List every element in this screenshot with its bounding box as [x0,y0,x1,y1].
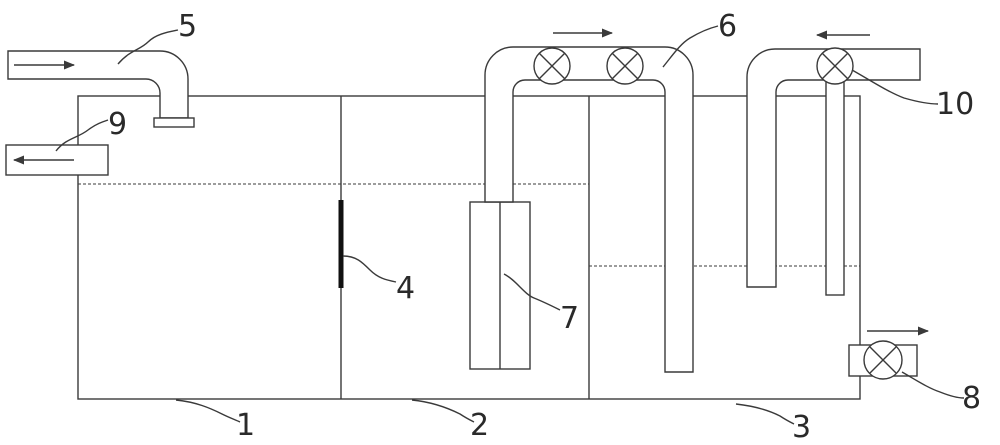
leader-line-5 [117,29,179,65]
valve-icon [816,47,854,85]
label-return-pipe: 10 [936,87,974,122]
label-membrane-module: 7 [560,301,579,336]
leader-line-2 [411,399,475,423]
valve-icon [606,47,644,85]
label-baffle: 4 [396,271,415,306]
label-outlet-pipe: 9 [108,107,127,142]
leader-line-8 [901,371,965,399]
leader-line-1 [175,399,241,423]
label-inlet-pipe: 5 [178,9,197,44]
leader-line-6 [662,25,719,68]
inlet-nozzle [153,117,195,128]
valve-icon [533,47,571,85]
label-transfer-pipe: 6 [718,9,737,44]
leader-line-4 [342,255,397,283]
leader-line-7 [503,273,561,311]
return-pipe [746,48,921,288]
return-pipe-drop [825,79,845,296]
leader-line-10 [851,69,939,105]
transfer-pipe [484,46,694,373]
pump-valve-icon [863,340,903,380]
tank-outline [77,95,861,400]
label-chamber-2: 2 [470,408,489,443]
label-chamber-3: 3 [792,410,811,445]
label-drain-pump: 8 [962,381,981,416]
leader-line-9 [55,119,109,152]
label-chamber-1: 1 [236,408,255,443]
inlet-pipe [7,50,189,119]
leader-line-3 [735,403,795,425]
